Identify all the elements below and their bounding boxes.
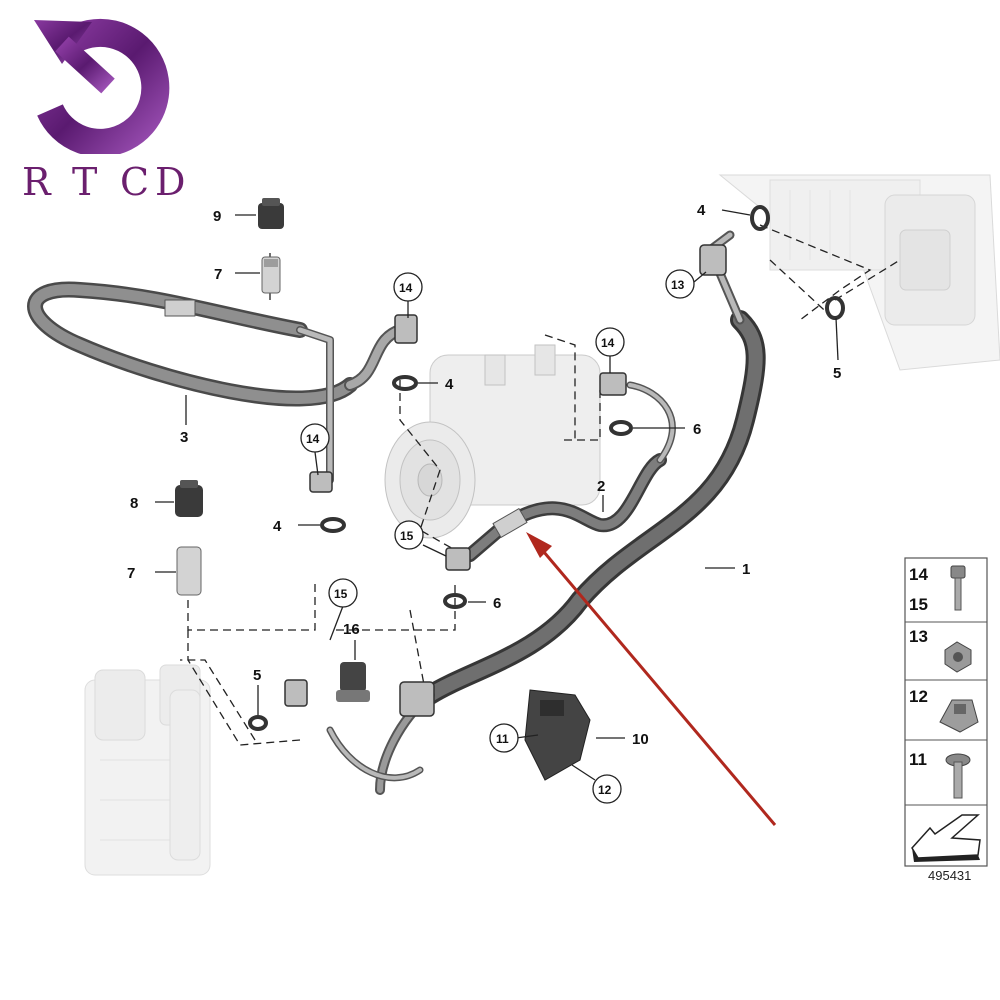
legend-label-13: 13: [909, 627, 928, 646]
callout-labels: 9 7 3 14 4 14 4 8 7 14 6 2 15 6 15 16 5 …: [127, 202, 841, 804]
ac-compressor: [384, 344, 601, 539]
legend-label-14: 14: [909, 565, 928, 584]
hose-2: [463, 381, 676, 562]
callout-14-c: 14: [601, 336, 615, 350]
callout-1: 1: [742, 561, 750, 578]
callout-8: 8: [130, 495, 138, 512]
callout-6-a: 6: [693, 421, 701, 438]
callout-7-top: 7: [214, 266, 222, 283]
circular-arrow-logo-icon: [34, 18, 170, 154]
hardware-legend: 14 15 13 12 11: [904, 557, 988, 867]
callout-15-a: 15: [400, 529, 414, 543]
legend-label-12: 12: [909, 687, 928, 706]
callout-14-b: 14: [306, 432, 320, 446]
sheet-number: 495431: [928, 868, 972, 883]
bracket-10: [524, 689, 591, 781]
callout-15-b: 15: [334, 587, 348, 601]
callout-5-b: 5: [833, 365, 841, 382]
service-valve-7-bottom: [176, 546, 202, 596]
red-pointer-arrow-icon: [526, 532, 777, 826]
callout-4-b: 4: [273, 518, 282, 535]
callout-12: 12: [598, 783, 612, 797]
callout-2: 2: [597, 478, 605, 495]
logo-letter-r: R: [22, 160, 51, 204]
evaporator-housing: [718, 174, 1000, 371]
hose-3: [27, 281, 406, 484]
logo-letter-d: D: [155, 160, 186, 204]
callout-13: 13: [671, 278, 685, 292]
callout-9: 9: [213, 208, 221, 225]
callout-3: 3: [180, 429, 188, 446]
arrow-direction-icon: [911, 814, 981, 862]
callout-5-a: 5: [253, 667, 261, 684]
clip-nut-icon: [939, 699, 979, 733]
callout-6-b: 6: [493, 595, 501, 612]
callout-11: 11: [496, 732, 509, 746]
callout-16: 16: [343, 621, 360, 638]
callout-14-a: 14: [399, 281, 413, 295]
callout-10: 10: [632, 731, 649, 748]
service-valve-7-top: [261, 256, 281, 294]
pipe-fittings: [284, 244, 727, 717]
bolt-icon: [950, 565, 966, 611]
seal-rings: [248, 205, 845, 731]
logo-letter-c: C: [120, 160, 150, 204]
service-cap-8: [175, 480, 203, 517]
hex-nut-icon: [944, 641, 972, 673]
logo-letter-t: T: [72, 160, 98, 204]
screw-icon: [945, 753, 971, 799]
legend-label-11: 11: [909, 750, 927, 769]
condenser-dryer: [84, 664, 211, 876]
dashed-leaders: [180, 224, 901, 746]
callout-7-bottom: 7: [127, 565, 135, 582]
pressure-sensor-16: [336, 662, 370, 702]
legend-label-15: 15: [909, 595, 928, 614]
callout-4-a: 4: [445, 376, 454, 393]
callout-leaders: [155, 209, 839, 781]
callout-4-c: 4: [697, 202, 706, 219]
service-cap-9: [258, 198, 284, 229]
